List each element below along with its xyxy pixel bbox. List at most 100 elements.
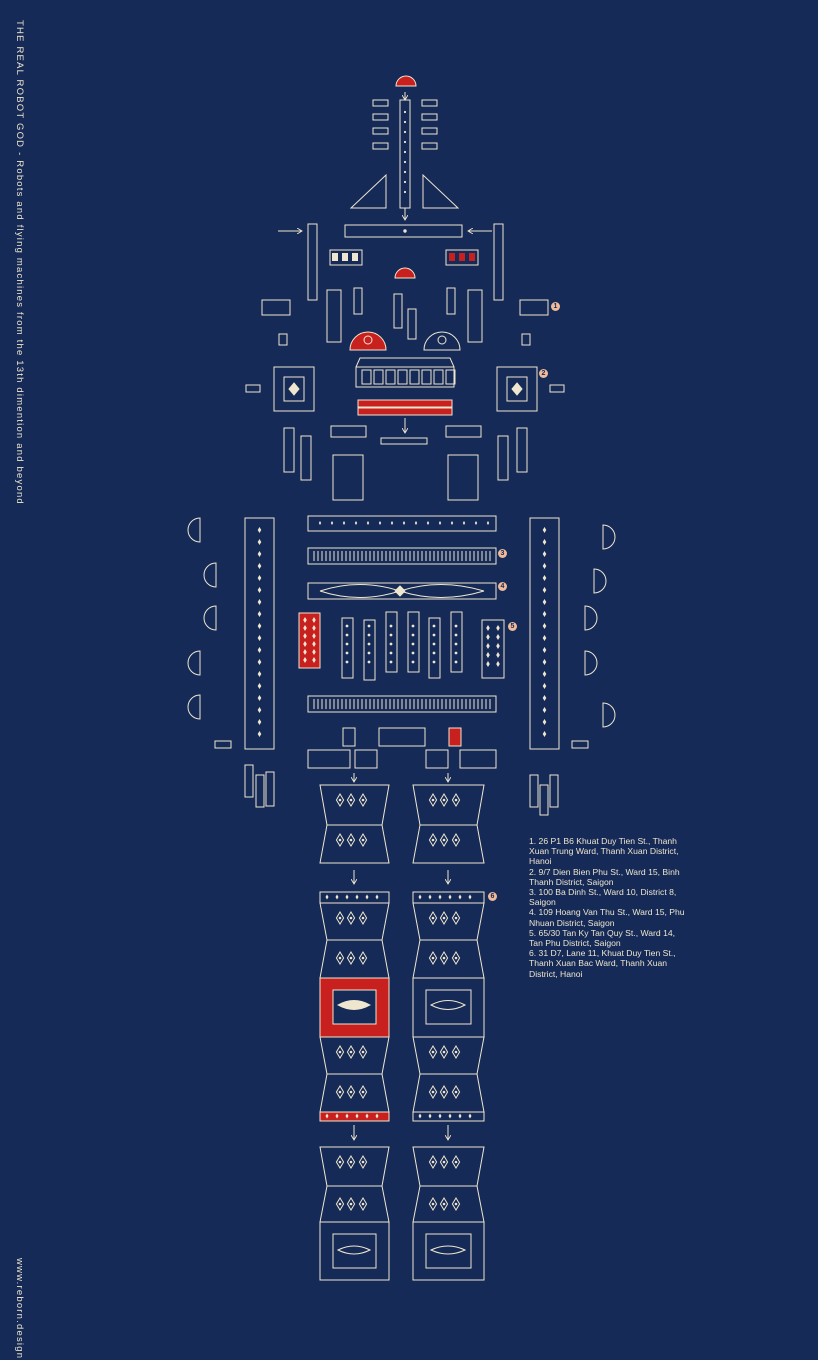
pattern-diamond	[257, 611, 262, 617]
pattern-diamond	[257, 587, 262, 593]
pattern-dot	[367, 660, 371, 664]
pattern-dot	[367, 651, 371, 655]
pattern-dot	[367, 642, 371, 646]
pattern-diamond	[257, 707, 262, 713]
pattern-diamond	[439, 793, 449, 807]
pattern-diamond	[542, 575, 547, 581]
pattern-diamond	[354, 521, 358, 525]
mouth-block	[445, 369, 456, 385]
pattern-diamond	[451, 1155, 461, 1169]
pattern-dot	[454, 798, 458, 802]
pattern-diamond	[365, 1113, 369, 1119]
pattern-diamond	[335, 1197, 345, 1211]
pattern-diamond	[358, 1155, 368, 1169]
callout-4: 4	[498, 582, 507, 591]
pattern-dot	[454, 660, 458, 664]
pattern-dot	[349, 1202, 353, 1206]
pattern-dot	[338, 798, 342, 802]
pattern-diamond	[428, 1085, 438, 1099]
pattern-diamond	[448, 1113, 452, 1119]
pattern-dot	[403, 160, 407, 164]
pattern-dot	[454, 651, 458, 655]
address-item: 4. 109 Hoang Van Thu St., Ward 15, Phu N…	[529, 907, 685, 928]
pattern-diamond	[542, 611, 547, 617]
pattern-dot	[361, 916, 365, 920]
pattern-dot	[431, 1160, 435, 1164]
pattern-dot	[349, 798, 353, 802]
pattern-diamond	[365, 894, 369, 900]
pattern-diamond	[335, 1155, 345, 1169]
pattern-dot	[349, 956, 353, 960]
pattern-diamond	[428, 1113, 432, 1119]
mouth-block	[409, 369, 420, 385]
pattern-diamond	[462, 521, 466, 525]
pattern-diamond	[428, 951, 438, 965]
pattern-dot	[403, 180, 407, 184]
pattern-diamond	[335, 833, 345, 847]
address-item: 6. 31 D7, Lane 11, Khuat Duy Tien St., T…	[529, 948, 676, 979]
pattern-diamond	[346, 793, 356, 807]
address-item: 1. 26 P1 B6 Khuat Duy Tien St., Thanh Xu…	[529, 836, 679, 867]
pattern-dot	[338, 1202, 342, 1206]
pattern-diamond	[451, 1197, 461, 1211]
pattern-dot	[432, 642, 436, 646]
pattern-diamond	[486, 661, 490, 667]
pattern-diamond	[257, 647, 262, 653]
pattern-dot	[442, 956, 446, 960]
pattern-diamond	[439, 1045, 449, 1059]
pattern-diamond	[496, 652, 500, 658]
pattern-diamond	[346, 911, 356, 925]
pattern-dot	[338, 916, 342, 920]
pattern-diamond	[468, 894, 472, 900]
address-item: 3. 100 Ba Dinh St., Ward 10, District 8,…	[529, 887, 677, 908]
mouth-block	[385, 369, 396, 385]
pattern-diamond	[257, 575, 262, 581]
pattern-dot	[442, 838, 446, 842]
pattern-diamond	[428, 1155, 438, 1169]
pattern-diamond	[312, 657, 316, 663]
pattern-diamond	[346, 1155, 356, 1169]
pattern-diamond	[257, 635, 262, 641]
pattern-diamond	[375, 1113, 379, 1119]
pattern-diamond	[428, 911, 438, 925]
pattern-diamond	[375, 894, 379, 900]
pattern-dot	[411, 651, 415, 655]
pattern-dot	[349, 1050, 353, 1054]
pattern-dot	[431, 1050, 435, 1054]
pattern-diamond	[451, 833, 461, 847]
pattern-dot	[454, 642, 458, 646]
mouth-block	[433, 369, 444, 385]
pattern-diamond	[312, 625, 316, 631]
pattern-diamond	[342, 521, 346, 525]
pattern-dot	[361, 1160, 365, 1164]
pattern-diamond	[378, 521, 382, 525]
pattern-diamond	[257, 683, 262, 689]
pattern-diamond	[257, 659, 262, 665]
pattern-diamond	[257, 623, 262, 629]
pattern-block	[449, 253, 455, 261]
pattern-diamond	[358, 1045, 368, 1059]
pattern-diamond	[318, 521, 322, 525]
pattern-diamond	[358, 793, 368, 807]
mouth-block	[361, 369, 372, 385]
pattern-diamond	[358, 911, 368, 925]
callout-3: 3	[498, 549, 507, 558]
pattern-diamond	[335, 1045, 345, 1059]
mouth-block	[397, 369, 408, 385]
pattern-dot	[403, 130, 407, 134]
pattern-diamond	[346, 951, 356, 965]
pattern-diamond	[335, 1113, 339, 1119]
pattern-diamond	[390, 521, 394, 525]
pattern-diamond	[439, 1155, 449, 1169]
pattern-diamond	[345, 894, 349, 900]
pattern-diamond	[458, 894, 462, 900]
pattern-diamond	[542, 563, 547, 569]
pattern-dot	[431, 1202, 435, 1206]
pattern-diamond	[542, 695, 547, 701]
pattern-diamond	[312, 649, 316, 655]
pattern-diamond	[496, 625, 500, 631]
pattern-diamond	[257, 527, 262, 533]
pattern-dot	[361, 1050, 365, 1054]
pattern-dot	[345, 633, 349, 637]
